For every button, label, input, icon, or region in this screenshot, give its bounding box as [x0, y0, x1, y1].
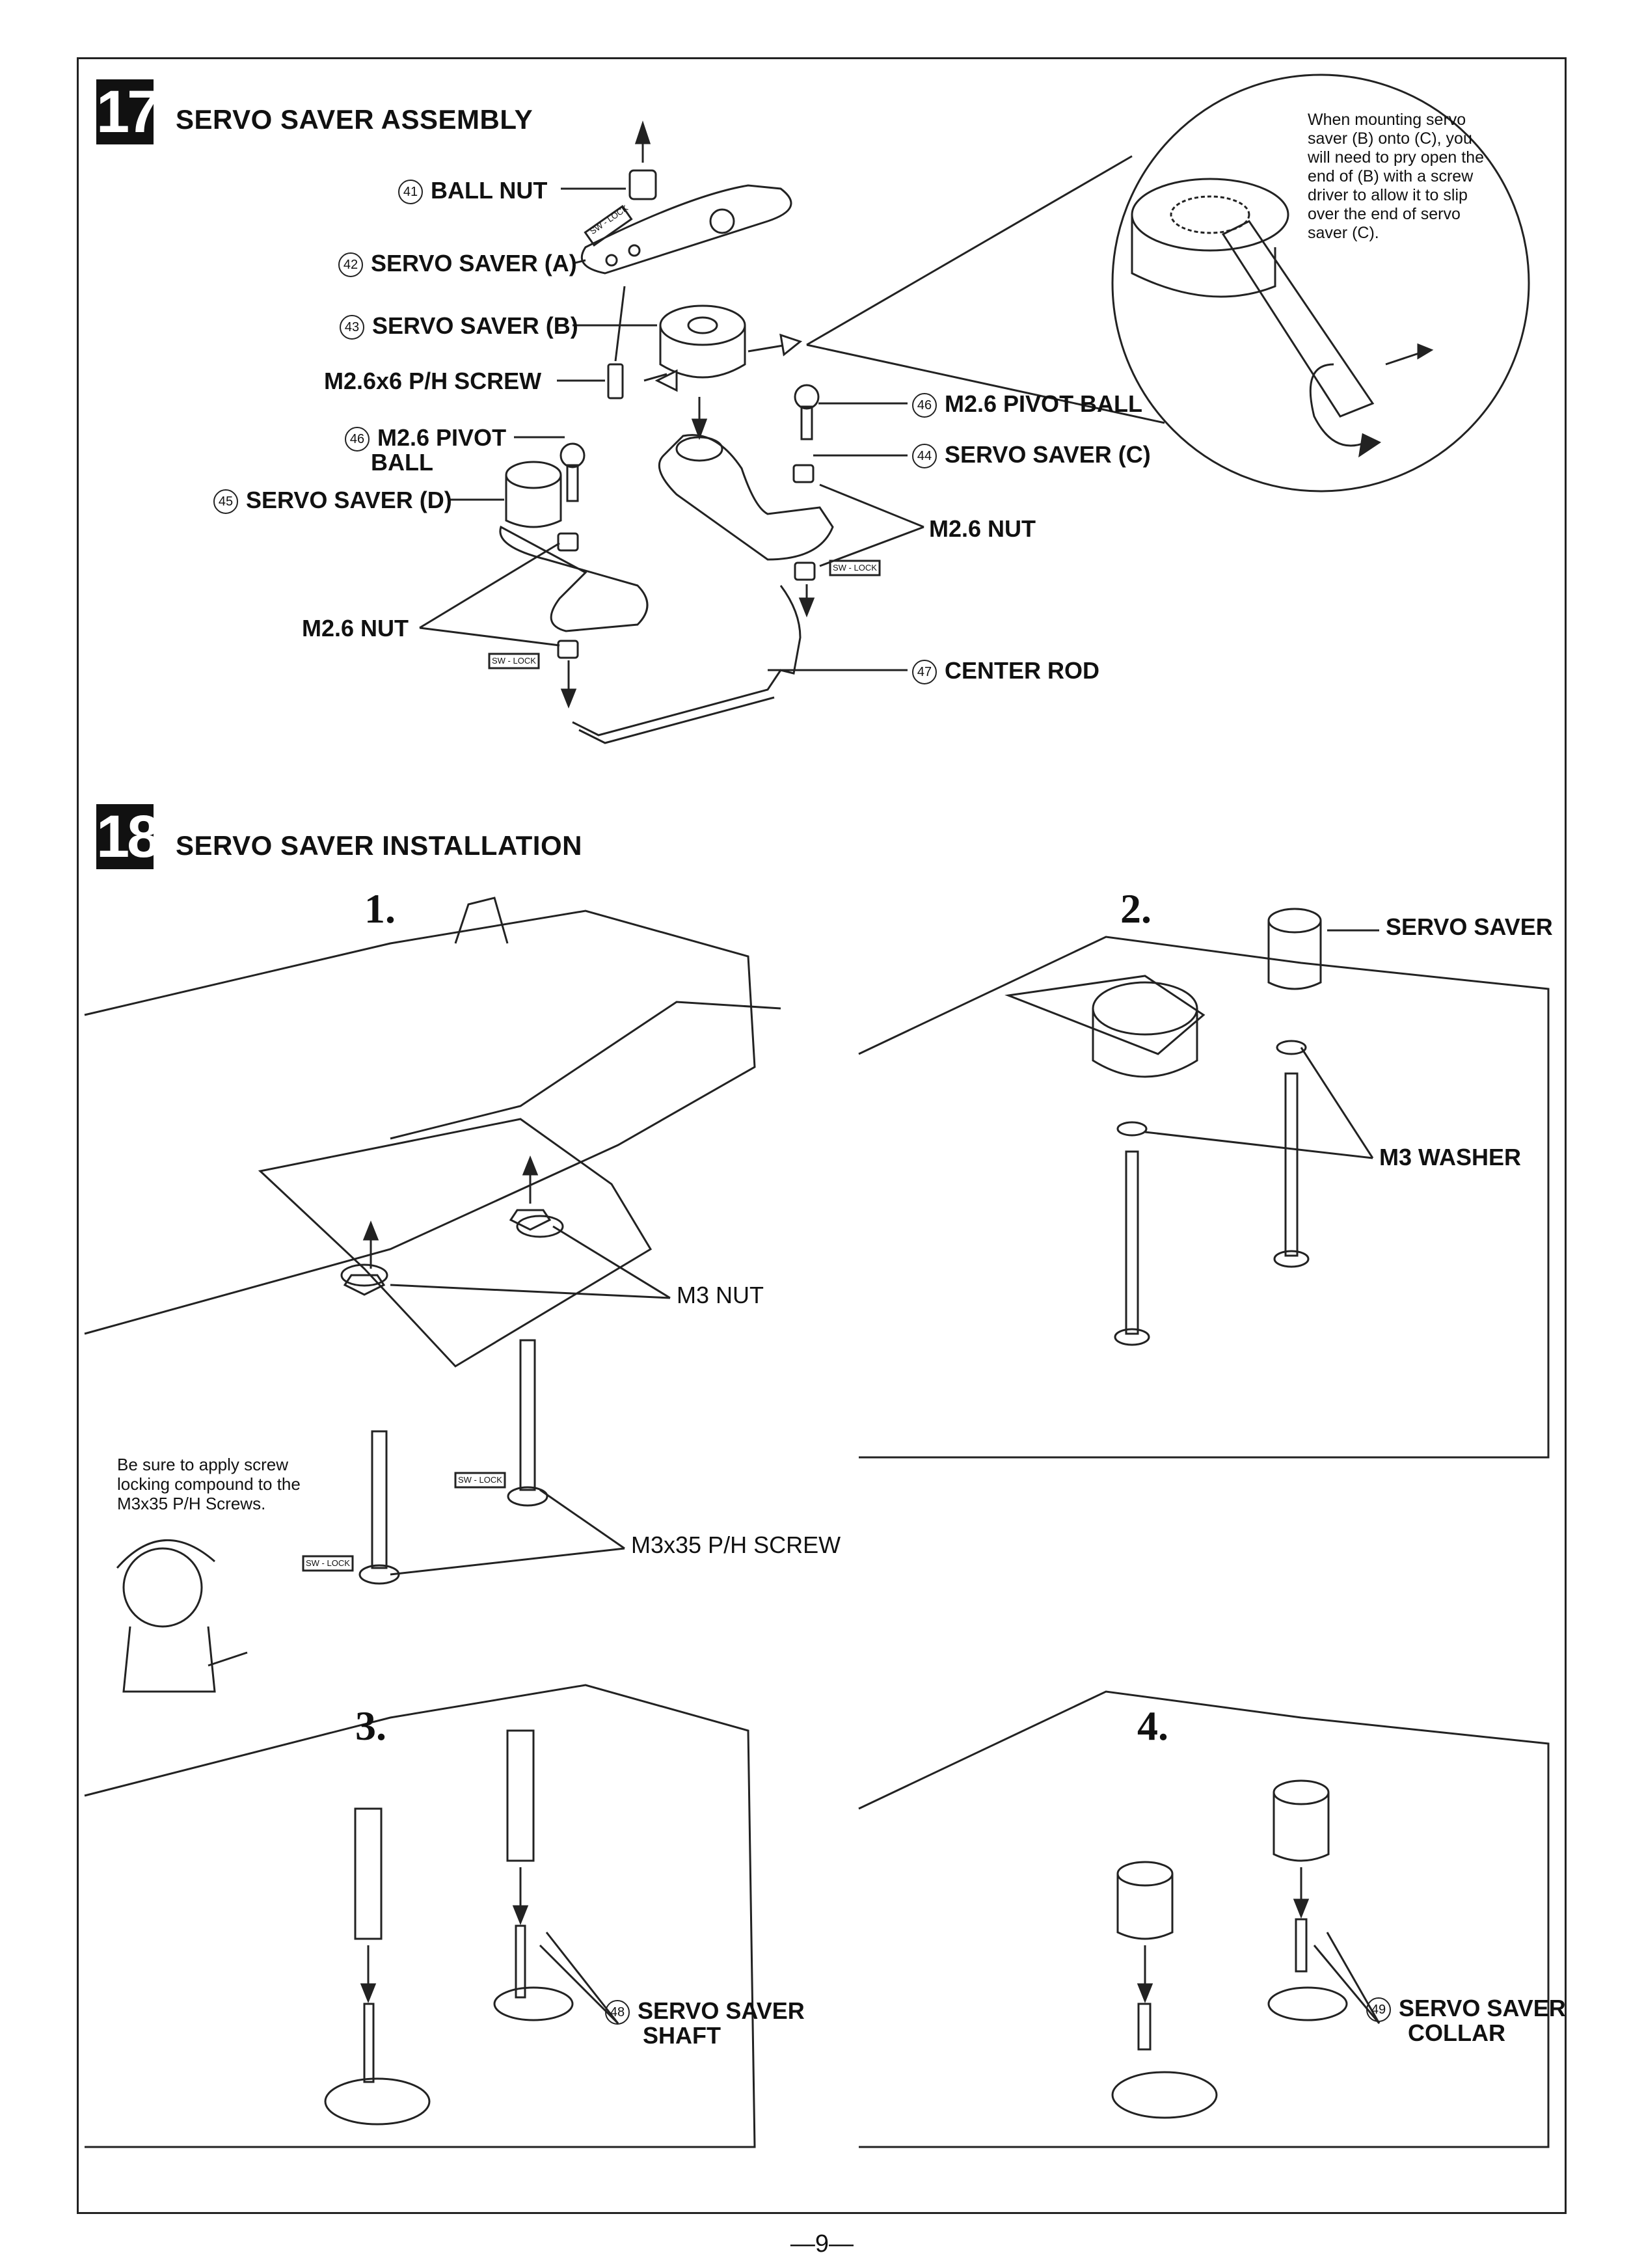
substep-2-label: 2. — [1120, 885, 1152, 932]
mascot-head — [122, 1547, 203, 1628]
screwdriver-icon — [1221, 220, 1375, 418]
substep-3-label: 3. — [355, 1703, 386, 1749]
servo-saver-a-shape — [580, 184, 792, 275]
label-servo-saver-shaft-2: SHAFT — [643, 2022, 721, 2049]
ball-nut-shape — [628, 169, 657, 200]
page-number: —9— — [790, 2230, 854, 2258]
step-18-title: SERVO SAVER INSTALLATION — [176, 830, 582, 861]
mascot-body — [122, 1626, 216, 1693]
label-m2-6-nut-left: M2.6 NUT — [302, 615, 409, 641]
servo-saver-assembled — [1004, 975, 1206, 1055]
chassis-outline-3 — [84, 1684, 756, 2148]
m3x35-screw-shape — [371, 1430, 388, 1569]
step-17-note: When mounting servo saver (B) onto (C), … — [1308, 111, 1485, 242]
step-17-title: SERVO SAVER ASSEMBLY — [176, 104, 533, 135]
label-m3-washer: M3 WASHER — [1379, 1144, 1522, 1170]
up-arrow-icon — [362, 1220, 379, 1241]
label-m2-6x6-screw: M2.6x6 P/H SCREW — [324, 368, 542, 394]
label-m2-6-nut-right: M2.6 NUT — [929, 515, 1036, 542]
label-pivot-ball-left-2: BALL — [371, 449, 433, 476]
sw-lock-tag: SW - LOCK — [492, 656, 536, 666]
chassis-outline-2 — [858, 936, 1550, 1459]
step-18-number: 18 — [96, 803, 160, 870]
pivot-ball-right-shape — [794, 384, 820, 410]
chassis-outline-1 — [84, 910, 756, 1335]
servo-saver-shaft-right — [506, 1729, 535, 1862]
label-servo-saver: SERVO SAVER — [1386, 913, 1553, 940]
step-18-note: Be sure to apply screw locking compound … — [117, 1455, 301, 1513]
label-m3x35-screw: M3x35 P/H SCREW — [631, 1532, 841, 1558]
sw-lock-tag: SW - LOCK — [306, 1558, 350, 1568]
servo-saver-shaft-left — [354, 1807, 383, 1940]
servo-saver-collar-right — [1273, 1792, 1330, 1862]
up-arrow-icon — [634, 120, 651, 144]
screw-shape — [607, 363, 624, 399]
m3-nut-shape — [343, 1274, 386, 1296]
sw-lock-tag: SW - LOCK — [833, 563, 877, 573]
sw-lock-tag: SW - LOCK — [458, 1475, 502, 1485]
magnifier-circle — [1111, 74, 1530, 493]
substep-1-label: 1. — [364, 885, 396, 932]
pivot-ball-left-shape — [559, 442, 586, 468]
label-m3-nut: M3 NUT — [677, 1282, 764, 1308]
page-frame — [77, 57, 1567, 2214]
servo-saver-collar-left — [1116, 1874, 1174, 1940]
step-17-number: 17 — [96, 79, 160, 145]
substep-4-label: 4. — [1137, 1703, 1168, 1749]
center-rod-shape — [572, 585, 802, 736]
label-servo-saver-collar-2: COLLAR — [1408, 2019, 1505, 2046]
chassis-outline-4 — [858, 1690, 1550, 2148]
